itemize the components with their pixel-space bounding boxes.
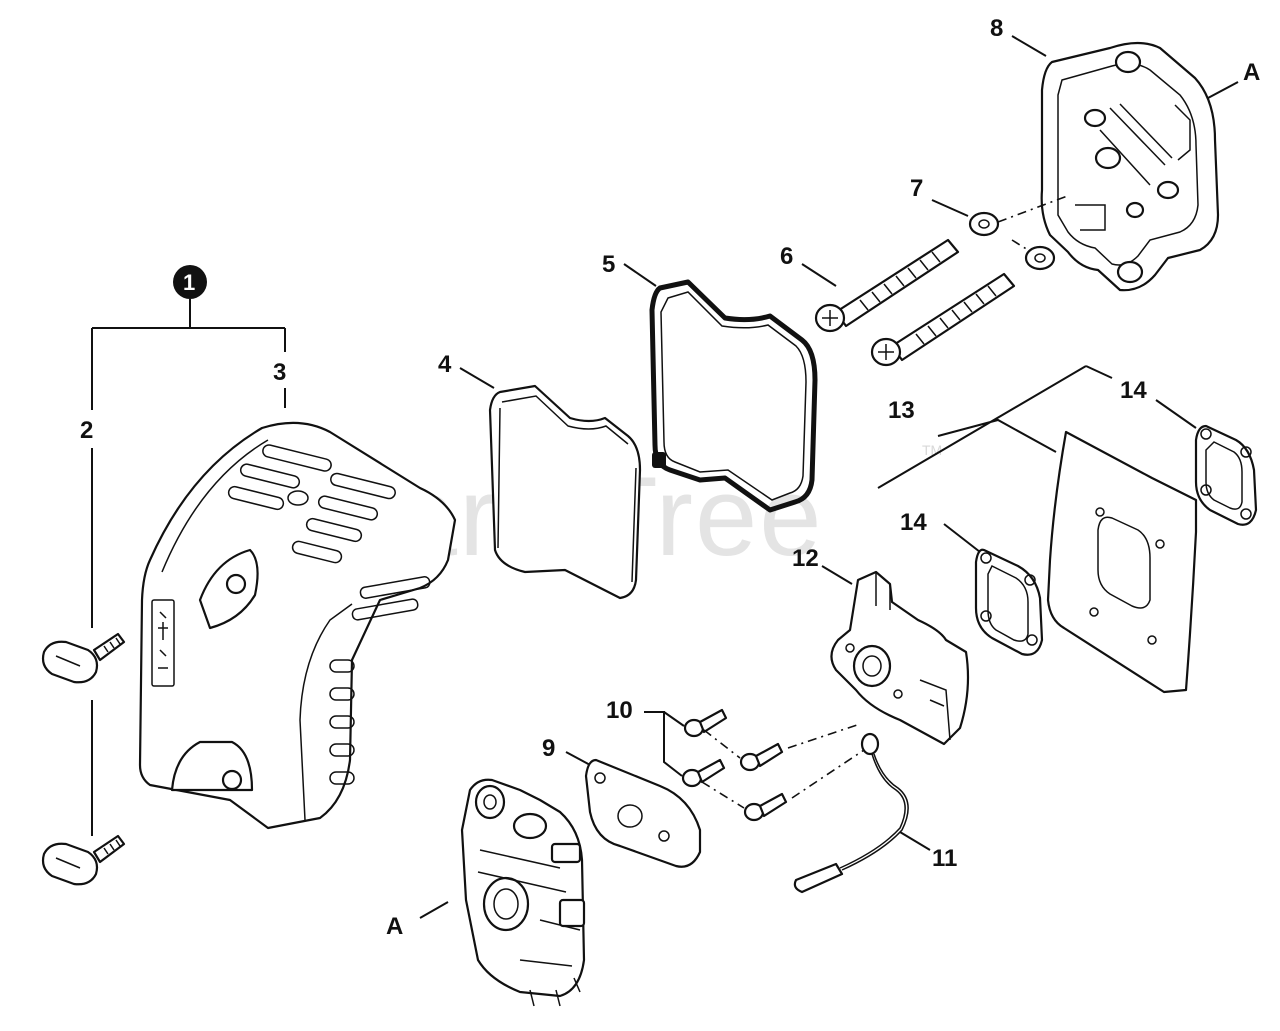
- adapter-gasket-lower[interactable]: [974, 548, 1044, 656]
- callout-2: 2: [80, 417, 93, 444]
- cover-bolt[interactable]: [814, 238, 1016, 367]
- heat-shield-plate[interactable]: [1046, 430, 1198, 694]
- callout-9: 9: [542, 735, 555, 762]
- callout-14-upper: 14: [1120, 377, 1147, 404]
- callout-1: 1: [183, 270, 195, 295]
- callout-7: 7: [910, 175, 923, 202]
- cover-knob-bolt[interactable]: [41, 632, 126, 886]
- air-filter[interactable]: [488, 384, 642, 600]
- callout-4: 4: [438, 351, 452, 378]
- adapter-gasket-upper[interactable]: [1194, 424, 1258, 526]
- screw[interactable]: [681, 708, 788, 822]
- intake-adapter[interactable]: [830, 570, 970, 746]
- callout-8: 8: [990, 15, 1003, 42]
- callout-3: 3: [273, 359, 286, 386]
- callout-10: 10: [606, 697, 633, 724]
- carburetor[interactable]: [460, 778, 586, 1007]
- filter-gasket[interactable]: [649, 279, 818, 513]
- ground-wire[interactable]: [793, 732, 909, 894]
- callout-13: 13: [888, 397, 915, 424]
- air-cleaner-case[interactable]: [1040, 41, 1220, 292]
- insulator-gasket[interactable]: [584, 758, 702, 868]
- reference-a-top: A: [1243, 59, 1260, 86]
- callout-11: 11: [932, 845, 957, 872]
- callout-6: 6: [780, 243, 793, 270]
- callout-5: 5: [602, 251, 615, 278]
- callout-12: 12: [792, 545, 819, 572]
- reference-a-bottom: A: [386, 913, 403, 940]
- washer[interactable]: [968, 211, 1056, 271]
- callout-14-lower: 14: [900, 509, 927, 536]
- engine-cover[interactable]: [138, 421, 457, 830]
